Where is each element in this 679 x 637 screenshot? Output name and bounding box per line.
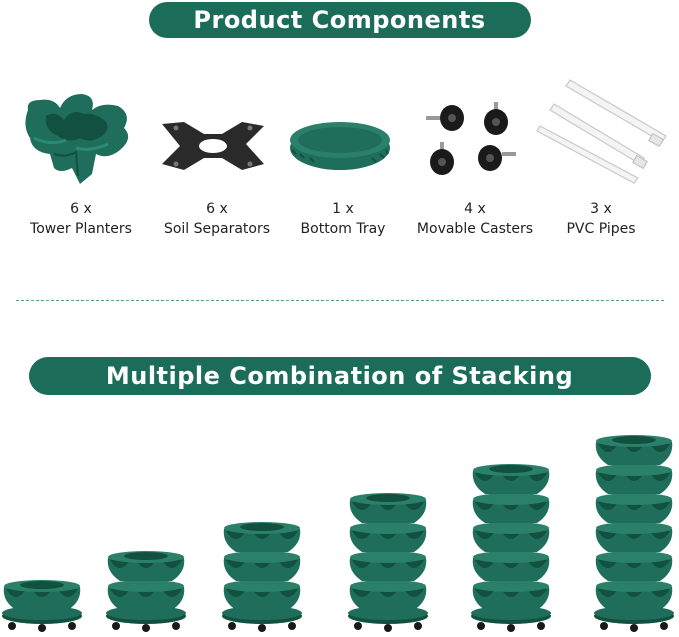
tier-rim <box>224 580 300 592</box>
stack-tier <box>595 580 673 610</box>
component-name: Soil Separators <box>163 221 271 237</box>
caster-wheel <box>537 622 545 630</box>
section-divider <box>16 300 664 301</box>
stack-tier <box>472 493 550 523</box>
component-label-pvc-pipes: 3 x PVC Pipes <box>531 199 671 239</box>
stack-tier <box>223 522 301 552</box>
caster-icon <box>426 102 516 175</box>
caster-wheel <box>477 622 485 630</box>
tier-opening <box>240 523 284 531</box>
tier-rim <box>350 551 426 563</box>
stack-3-tier <box>222 522 302 632</box>
tier-opening <box>489 465 533 473</box>
caster-wheel <box>258 624 266 632</box>
stack-tier <box>107 580 185 610</box>
stacking-banner: Multiple Combination of Stacking <box>28 357 651 395</box>
component-qty: 1 x <box>332 201 354 217</box>
component-qty: 4 x <box>464 201 486 217</box>
tier-rim <box>473 551 549 563</box>
component-label-tower-planters: 6 x Tower Planters <box>11 199 151 239</box>
caster-wheel <box>660 622 668 630</box>
tier-opening <box>612 436 656 444</box>
stack-5-tier <box>471 464 551 632</box>
caster-wheel <box>228 622 236 630</box>
component-name: PVC Pipes <box>566 221 636 237</box>
stack-tier <box>472 551 550 581</box>
stack-tier <box>223 551 301 581</box>
component-qty: 6 x <box>70 201 92 217</box>
stack-1-tier <box>2 580 82 632</box>
stack-tier <box>349 493 427 523</box>
caster-wheel <box>38 624 46 632</box>
stack-tier <box>595 522 673 552</box>
tier-rim <box>596 551 672 563</box>
stack-tier <box>349 522 427 552</box>
caster-wheel <box>142 624 150 632</box>
component-name: Movable Casters <box>416 221 534 237</box>
component-qty: 3 x <box>590 201 612 217</box>
stack-tier <box>349 580 427 610</box>
caster-wheel <box>507 624 515 632</box>
stack-tier <box>595 551 673 581</box>
tier-rim <box>596 522 672 534</box>
tower-planter-icon <box>25 94 129 184</box>
component-label-soil-separators: 6 x Soil Separators <box>147 199 287 239</box>
bottom-tray-icon <box>290 122 390 170</box>
caster-wheel <box>414 622 422 630</box>
tier-rim <box>473 522 549 534</box>
caster-wheel <box>112 622 120 630</box>
caster-wheel <box>8 622 16 630</box>
stack-tier <box>595 464 673 494</box>
tier-rim <box>473 493 549 505</box>
stack-tier <box>3 580 81 610</box>
stack-tier <box>349 551 427 581</box>
stack-tier <box>472 580 550 610</box>
caster-wheel <box>68 622 76 630</box>
component-name: Bottom Tray <box>300 221 386 237</box>
tier-rim <box>224 551 300 563</box>
caster-wheel <box>630 624 638 632</box>
stack-tier <box>595 435 673 465</box>
tier-rim <box>108 580 184 592</box>
tier-rim <box>596 464 672 476</box>
stack-tier <box>595 493 673 523</box>
stack-tier <box>472 464 550 494</box>
component-qty: 6 x <box>206 201 228 217</box>
stack-tier <box>107 551 185 581</box>
soil-separator-icon <box>162 122 264 170</box>
tier-opening <box>20 581 64 589</box>
tier-opening <box>124 552 168 560</box>
tier-rim <box>350 580 426 592</box>
tier-rim <box>596 580 672 592</box>
caster-wheel <box>172 622 180 630</box>
tier-opening <box>366 494 410 502</box>
stack-6-tier <box>594 435 674 632</box>
product-components-banner: Product Components <box>148 2 531 38</box>
stack-tier <box>472 522 550 552</box>
stack-4-tier <box>348 493 428 632</box>
stacking-combinations <box>2 435 674 632</box>
tier-rim <box>596 493 672 505</box>
tier-rim <box>473 580 549 592</box>
caster-wheel <box>384 624 392 632</box>
pvc-pipe-icon <box>536 79 667 184</box>
stack-tier <box>223 580 301 610</box>
caster-wheel <box>354 622 362 630</box>
stack-2-tier <box>106 551 186 632</box>
tier-rim <box>350 522 426 534</box>
component-label-bottom-tray: 1 x Bottom Tray <box>273 199 413 239</box>
component-label-movable-casters: 4 x Movable Casters <box>405 199 545 239</box>
component-name: Tower Planters <box>30 221 132 237</box>
caster-wheel <box>288 622 296 630</box>
caster-wheel <box>600 622 608 630</box>
